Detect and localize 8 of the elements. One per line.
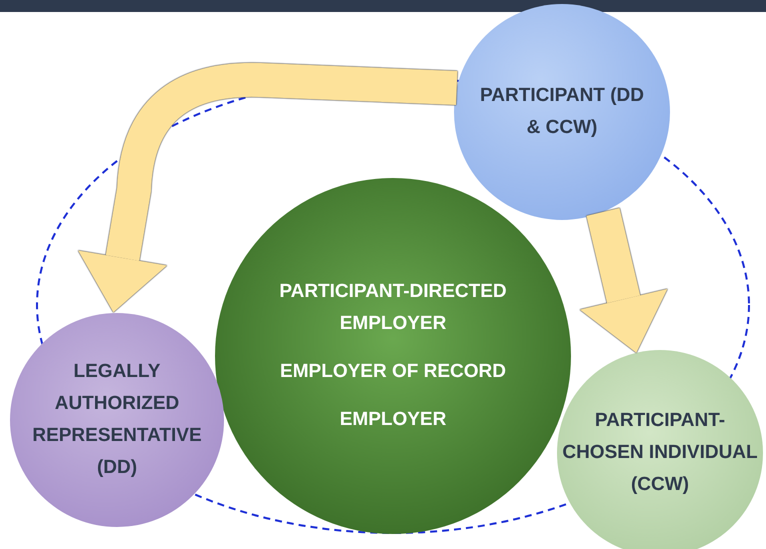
block-arrow [580, 208, 668, 353]
node-label: EMPLOYER OF RECORD [280, 360, 506, 384]
block-arrow [78, 63, 458, 312]
node-label: PARTICIPANT-DIRECTED EMPLOYER [278, 280, 508, 336]
node-label: EMPLOYER [340, 408, 446, 432]
node-label: PARTICIPANT (DD & CCW) [479, 84, 645, 140]
node-label: LEGALLY AUTHORIZED REPRESENTATIVE (DD) [31, 360, 203, 480]
node-label: PARTICIPANT-CHOSEN INDIVIDUAL (CCW) [561, 409, 759, 497]
